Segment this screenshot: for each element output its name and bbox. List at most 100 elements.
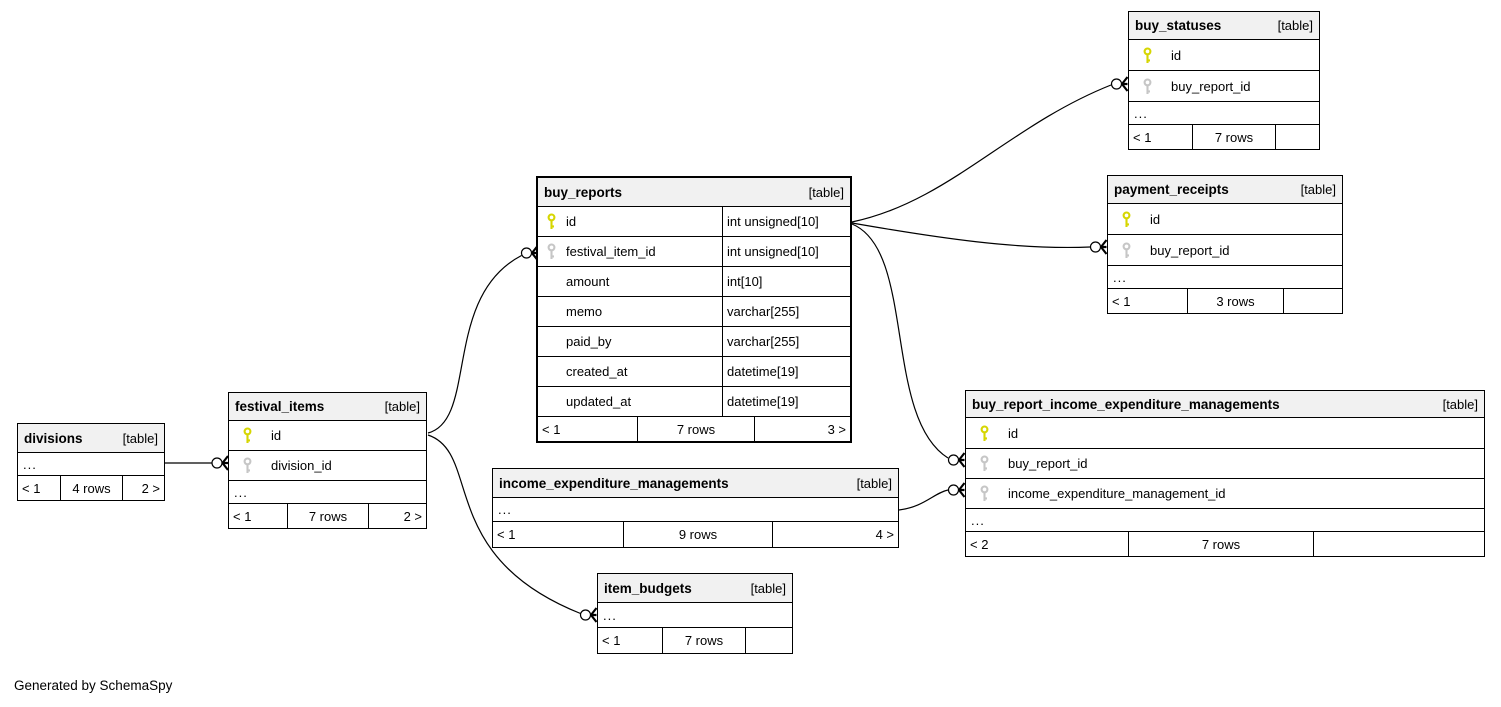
table-name[interactable]: buy_report_income_expenditure_management… [972,396,1280,412]
stat-parents: < 1 [233,508,252,524]
column-type: varchar[255] [722,327,850,356]
foreign-key-icon [979,455,990,472]
table-header[interactable]: buy_statuses [table] [1129,12,1319,40]
ellipsis-row: ... [18,453,164,476]
table-tag: [table] [856,475,892,491]
stat-parents: < 1 [1112,293,1131,309]
column-name: division_id [271,458,332,473]
stats-row: < 1 7 rows [598,628,792,653]
stats-row: < 1 7 rows [1129,125,1319,149]
table-header[interactable]: payment_receipts [table] [1108,176,1342,204]
table-tag: [table] [122,430,158,446]
table-header[interactable]: divisions [table] [18,424,164,453]
column-name: paid_by [566,334,612,349]
table-header[interactable]: buy_report_income_expenditure_management… [966,391,1484,418]
stat-rows: 7 rows [287,504,368,528]
table-name[interactable]: payment_receipts [1114,182,1229,197]
table-tag: [table] [808,184,844,200]
ellipsis-row: ... [229,481,426,504]
table-item-budgets[interactable]: item_budgets [table] ... < 1 7 rows [597,573,793,654]
stat-children: 2 > [368,504,426,528]
table-buy-statuses[interactable]: buy_statuses [table] id buy_report_id ..… [1128,11,1320,150]
column-row: income_expenditure_management_id [966,479,1484,509]
edge-iem-brie-managements [898,482,966,511]
ellipsis-row: ... [1129,102,1319,125]
stat-children: 4 > [772,522,898,547]
table-name[interactable]: buy_reports [544,184,623,200]
stats-row: < 1 3 rows [1108,289,1342,313]
column-name: festival_item_id [566,244,656,259]
stat-parents: < 2 [970,536,989,552]
ellipsis-row: ... [1108,266,1342,289]
table-festival-items[interactable]: festival_items [table] id division_id ..… [228,392,427,529]
stat-children [1283,289,1342,313]
column-row: id [229,421,426,451]
column-type: int unsigned[10] [722,207,850,236]
column-name: amount [566,274,610,289]
table-buy-reports[interactable]: buy_reports [table] id int unsigned[10] … [536,176,852,443]
primary-key-icon [546,213,557,230]
stat-parents: < 1 [1133,129,1152,145]
table-header[interactable]: income_expenditure_managements [table] [493,469,898,498]
table-tag: [table] [750,580,786,596]
edge-divisions-festival-items [165,455,229,471]
edge-festival-items-item-budgets [427,434,598,623]
column-name: id [1150,211,1161,227]
table-name[interactable]: income_expenditure_managements [499,475,729,491]
table-tag: [table] [384,399,420,414]
table-tag: [table] [1442,396,1478,412]
column-row: division_id [229,451,426,481]
stats-row: < 1 7 rows 3 > [538,417,850,441]
ellipsis-row: ... [598,603,792,628]
stats-row: < 1 9 rows 4 > [493,522,898,547]
stats-row: < 2 7 rows [966,532,1484,556]
column-row: memo varchar[255] [538,297,850,327]
table-tag: [table] [1300,182,1336,197]
stat-parents: < 1 [602,633,621,648]
column-type: int unsigned[10] [722,237,850,266]
column-row: buy_report_id [966,449,1484,479]
table-name[interactable]: buy_statuses [1135,18,1222,33]
ellipsis-row: ... [966,509,1484,532]
column-row: paid_by varchar[255] [538,327,850,357]
stats-row: < 1 4 rows 2 > [18,476,164,500]
stat-rows: 4 rows [60,476,122,500]
column-type: datetime[19] [722,387,850,416]
table-name[interactable]: divisions [24,430,83,446]
stat-rows: 7 rows [662,628,745,653]
column-name: memo [566,304,603,319]
table-header[interactable]: festival_items [table] [229,393,426,421]
stat-children: 2 > [122,476,164,500]
edge-buy-reports-buy-statuses [851,76,1129,223]
table-header[interactable]: buy_reports [table] [538,178,850,207]
stat-rows: 7 rows [1192,125,1275,149]
table-header[interactable]: item_budgets [table] [598,574,792,603]
stat-children [745,628,792,653]
column-name: updated_at [566,394,632,409]
primary-key-icon [979,424,990,442]
primary-key-icon [1121,210,1132,228]
table-income-expenditure-managements[interactable]: income_expenditure_managements [table] .… [492,468,899,548]
foreign-key-icon [242,457,253,474]
stat-parents: < 1 [497,527,516,542]
table-divisions[interactable]: divisions [table] ... < 1 4 rows 2 > [17,423,165,501]
table-name[interactable]: festival_items [235,399,325,414]
column-name: buy_report_id [1171,78,1251,94]
table-buy-report-income-expenditure-managements[interactable]: buy_report_income_expenditure_management… [965,390,1485,557]
stat-parents: < 1 [22,480,41,496]
edge-buy-reports-brie-managements [851,223,966,468]
column-row: created_at datetime[19] [538,357,850,387]
foreign-key-icon [1142,77,1153,95]
column-name: id [271,428,282,443]
column-type: datetime[19] [722,357,850,386]
column-row: festival_item_id int unsigned[10] [538,237,850,267]
table-name[interactable]: item_budgets [604,580,692,596]
table-payment-receipts[interactable]: payment_receipts [table] id buy_report_i… [1107,175,1343,314]
column-name: created_at [566,364,628,379]
column-name: income_expenditure_management_id [1008,486,1226,501]
column-row: id [1108,204,1342,235]
column-row: id [966,418,1484,449]
column-name: buy_report_id [1150,242,1230,258]
